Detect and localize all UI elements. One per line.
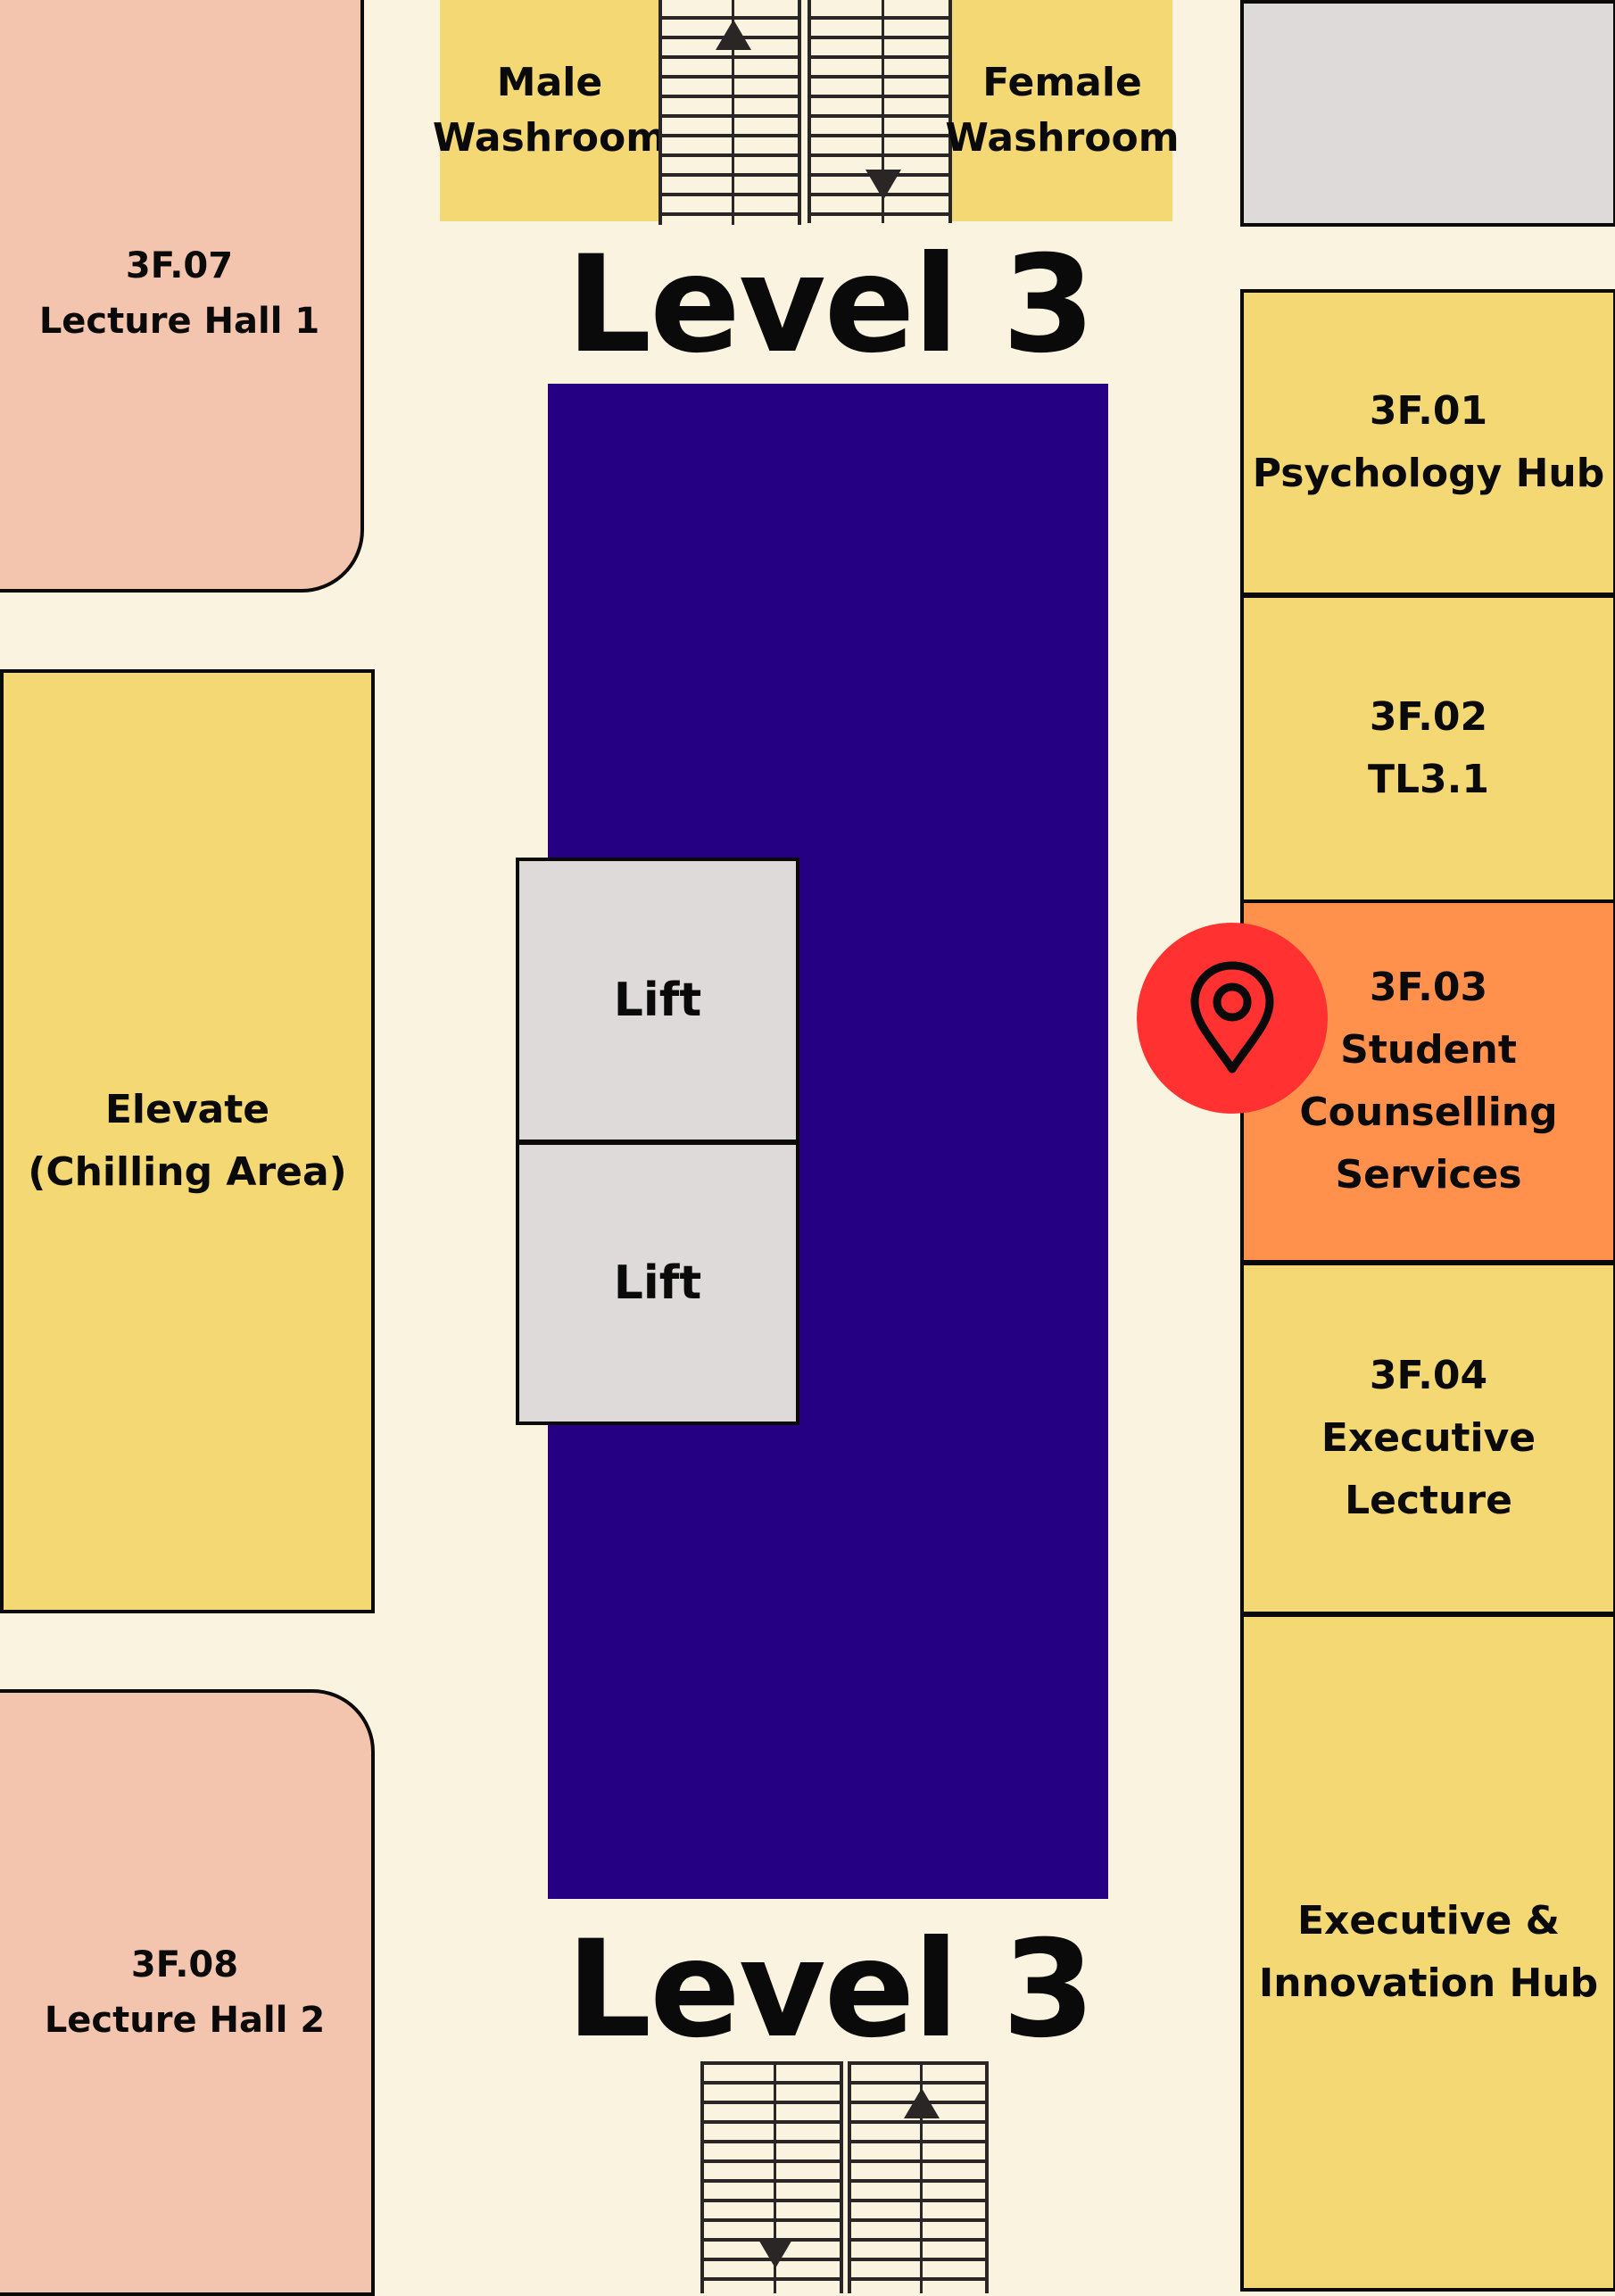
room-name-line2: Washroom (945, 115, 1180, 161)
location-pin-icon (1190, 961, 1274, 1073)
staircase-down-bottom (700, 2061, 843, 2293)
lift-label: Lift (613, 1256, 702, 1310)
room-elevate-chilling-area[interactable]: Elevate (Chilling Area) (0, 669, 375, 1613)
room-code: 3F.08 (130, 1944, 239, 1985)
room-name-line2: Counselling (1299, 1090, 1558, 1135)
room-code: 3F.02 (1369, 694, 1488, 740)
arrow-up-icon (716, 20, 751, 50)
room-name-line1: Student (1340, 1027, 1517, 1073)
floor-title-top: Level 3 (566, 228, 1096, 383)
lift-label: Lift (613, 974, 702, 1027)
room-utility-top-right (1240, 0, 1615, 227)
arrow-down-icon (865, 170, 901, 200)
room-executive-innovation-hub[interactable]: Executive & Innovation Hub (1240, 1613, 1615, 2292)
room-female-washroom[interactable]: Female Washroom (945, 0, 1180, 221)
room-name-line3: Services (1335, 1152, 1522, 1198)
floor-title-bottom: Level 3 (566, 1912, 1096, 2068)
room-name: Lecture Hall 2 (44, 2000, 326, 2041)
room-3f04-executive-lecture[interactable]: 3F.04 Executive Lecture (1240, 1262, 1615, 1615)
staircase-up-top (658, 0, 801, 225)
lift-2[interactable]: Lift (516, 1141, 799, 1425)
location-marker[interactable] (1137, 923, 1328, 1114)
room-name: TL3.1 (1368, 757, 1489, 802)
room-name-line1: Executive (1321, 1415, 1536, 1461)
room-code: 3F.03 (1369, 965, 1488, 1010)
room-code: 3F.07 (125, 245, 234, 286)
room-name-line1: Executive & (1296, 1898, 1560, 1944)
room-name-line1: Female (982, 60, 1142, 105)
room-code: 3F.01 (1369, 388, 1488, 434)
room-name: Psychology Hub (1252, 451, 1605, 496)
room-name-line2: Lecture (1345, 1478, 1512, 1523)
room-name-line1: Male (496, 60, 603, 105)
arrow-down-icon (758, 2238, 793, 2268)
room-3f02-tl31[interactable]: 3F.02 TL3.1 (1240, 594, 1615, 903)
room-name-line2: Innovation Hub (1258, 1960, 1599, 2006)
staircase-up-bottom (848, 2061, 989, 2293)
room-3f07-lecture-hall-1[interactable]: 3F.07 Lecture Hall 1 (0, 0, 364, 593)
room-male-washroom[interactable]: Male Washroom (433, 0, 667, 221)
lift-1[interactable]: Lift (516, 858, 799, 1143)
room-name: Lecture Hall 1 (38, 301, 320, 342)
arrow-up-icon (904, 2088, 940, 2118)
room-3f08-lecture-hall-2[interactable]: 3F.08 Lecture Hall 2 (0, 1689, 375, 2296)
room-name-line1: Elevate (104, 1087, 270, 1132)
room-name-line2: (Chilling Area) (28, 1149, 347, 1195)
staircase-down-top (808, 0, 952, 223)
room-name-line2: Washroom (432, 115, 667, 161)
room-code: 3F.04 (1369, 1353, 1488, 1398)
room-3f01-psychology-hub[interactable]: 3F.01 Psychology Hub (1240, 289, 1615, 596)
